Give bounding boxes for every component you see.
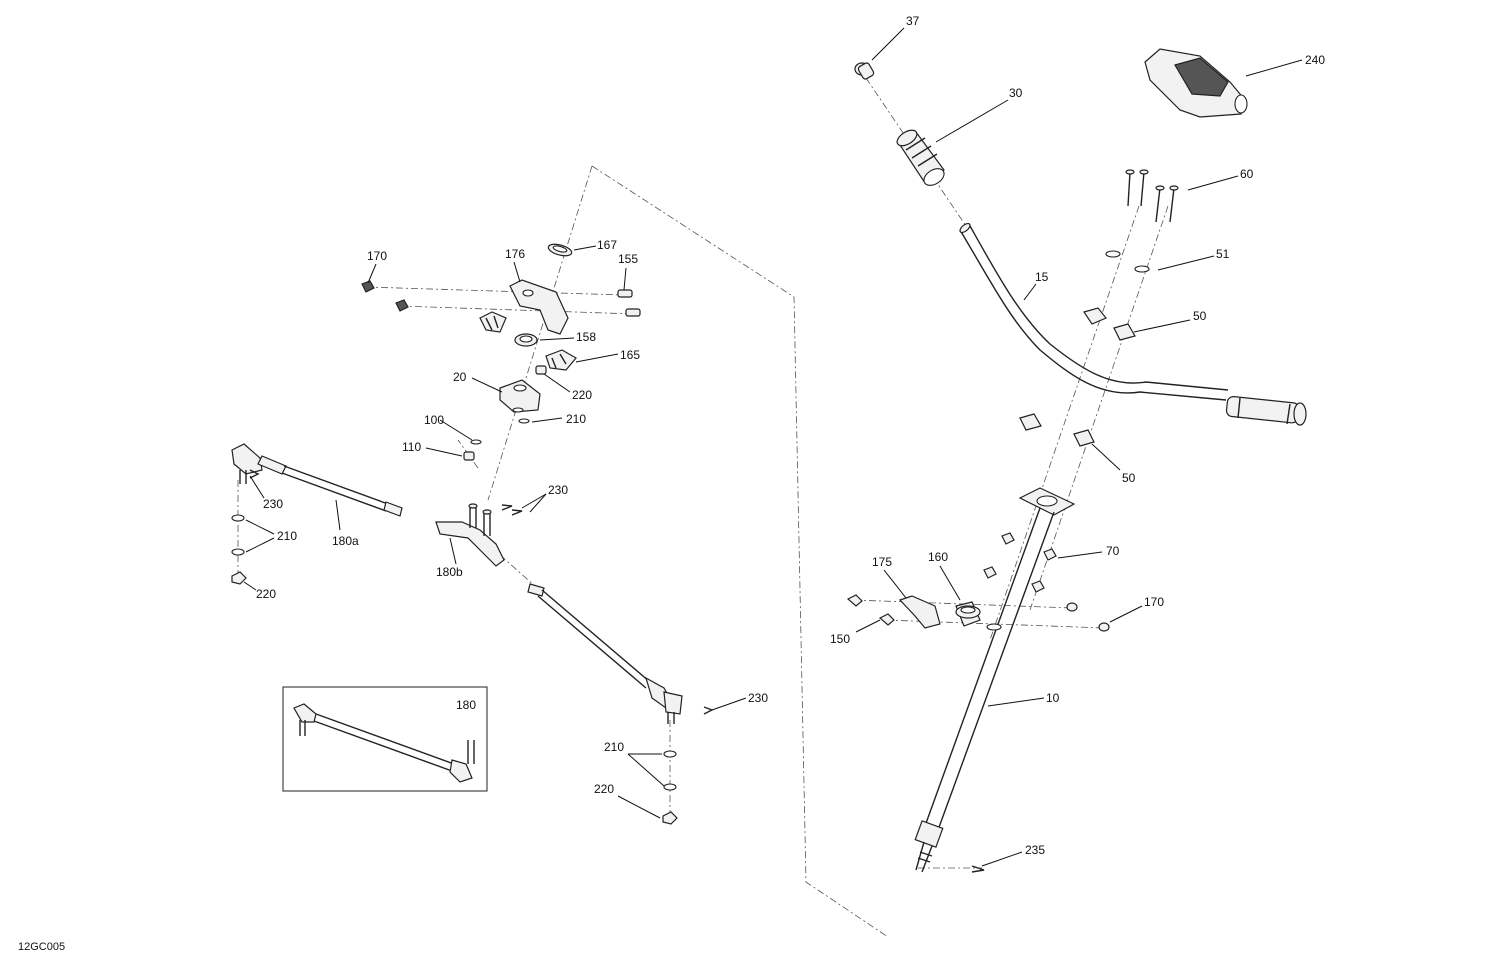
callout-210-upper: 210 [566, 412, 586, 426]
callout-230-left: 230 [263, 497, 283, 511]
callout-160: 160 [928, 550, 948, 564]
clamp-half [479, 311, 507, 333]
callout-10: 10 [1046, 691, 1060, 705]
column-nuts [983, 532, 1057, 593]
callout-170-left: 170 [367, 249, 387, 263]
callout-50-upper: 50 [1193, 309, 1207, 323]
callout-210-left: 210 [277, 529, 297, 543]
callout-70: 70 [1106, 544, 1120, 558]
cotter-pins-left [249, 469, 714, 715]
handlebar-cover [1144, 48, 1248, 118]
callout-220-right: 220 [594, 782, 614, 796]
callout-180: 180 [456, 698, 476, 712]
steering-column [914, 487, 1076, 873]
lower-clamp [545, 349, 577, 371]
column-bracket-and-bushing [846, 594, 1110, 632]
callout-50-lower: 50 [1122, 471, 1136, 485]
callout-230-right: 230 [748, 691, 768, 705]
callout-180b: 180b [436, 565, 463, 579]
handlebar-end-plug [854, 62, 875, 80]
callout-110: 110 [402, 440, 421, 454]
callout-210-right: 210 [604, 740, 624, 754]
callout-220-upper: 220 [572, 388, 592, 402]
diagram-code: 12GC005 [18, 941, 65, 953]
callout-155: 155 [618, 252, 638, 266]
handlebar-washers [1105, 250, 1150, 273]
cotter-pin [971, 865, 985, 873]
bearing [514, 333, 538, 347]
callout-240: 240 [1305, 53, 1325, 67]
callout-175: 175 [872, 555, 892, 569]
pitman-arm [499, 379, 541, 413]
handlebar [959, 222, 1307, 426]
callout-20: 20 [453, 370, 467, 384]
callout-176: 176 [505, 247, 525, 261]
callout-labels: 37 240 30 60 51 15 50 50 70 175 160 170 … [18, 14, 1325, 953]
callout-180a: 180a [332, 534, 359, 548]
callout-51: 51 [1216, 247, 1230, 261]
callout-30: 30 [1009, 86, 1023, 100]
handlebar-bolts [1125, 169, 1179, 223]
small-bushing [535, 365, 547, 375]
upper-bolts [617, 289, 641, 317]
callout-167: 167 [597, 238, 617, 252]
callout-15: 15 [1035, 270, 1049, 284]
handlebar-clamps [1019, 307, 1136, 447]
callout-37: 37 [906, 14, 920, 28]
callout-235: 235 [1025, 843, 1045, 857]
washers-left [463, 407, 530, 461]
tie-rod-right [527, 583, 683, 825]
callout-60: 60 [1240, 167, 1254, 181]
tie-rod-left [231, 443, 403, 585]
seal-ring [547, 243, 573, 257]
callout-158: 158 [576, 330, 596, 344]
upper-nuts [361, 280, 409, 312]
upper-bracket [509, 279, 569, 335]
callout-230-center: 230 [548, 483, 568, 497]
hand-grip [896, 129, 945, 186]
callout-100: 100 [424, 413, 444, 427]
callout-170-right: 170 [1144, 595, 1164, 609]
callout-165: 165 [620, 348, 640, 362]
leader-lines [243, 27, 1303, 867]
tie-rod-center-assembly [435, 503, 505, 567]
inset-complete-tie-rod [282, 686, 488, 792]
callout-220-left: 220 [256, 587, 276, 601]
callout-150: 150 [830, 632, 850, 646]
